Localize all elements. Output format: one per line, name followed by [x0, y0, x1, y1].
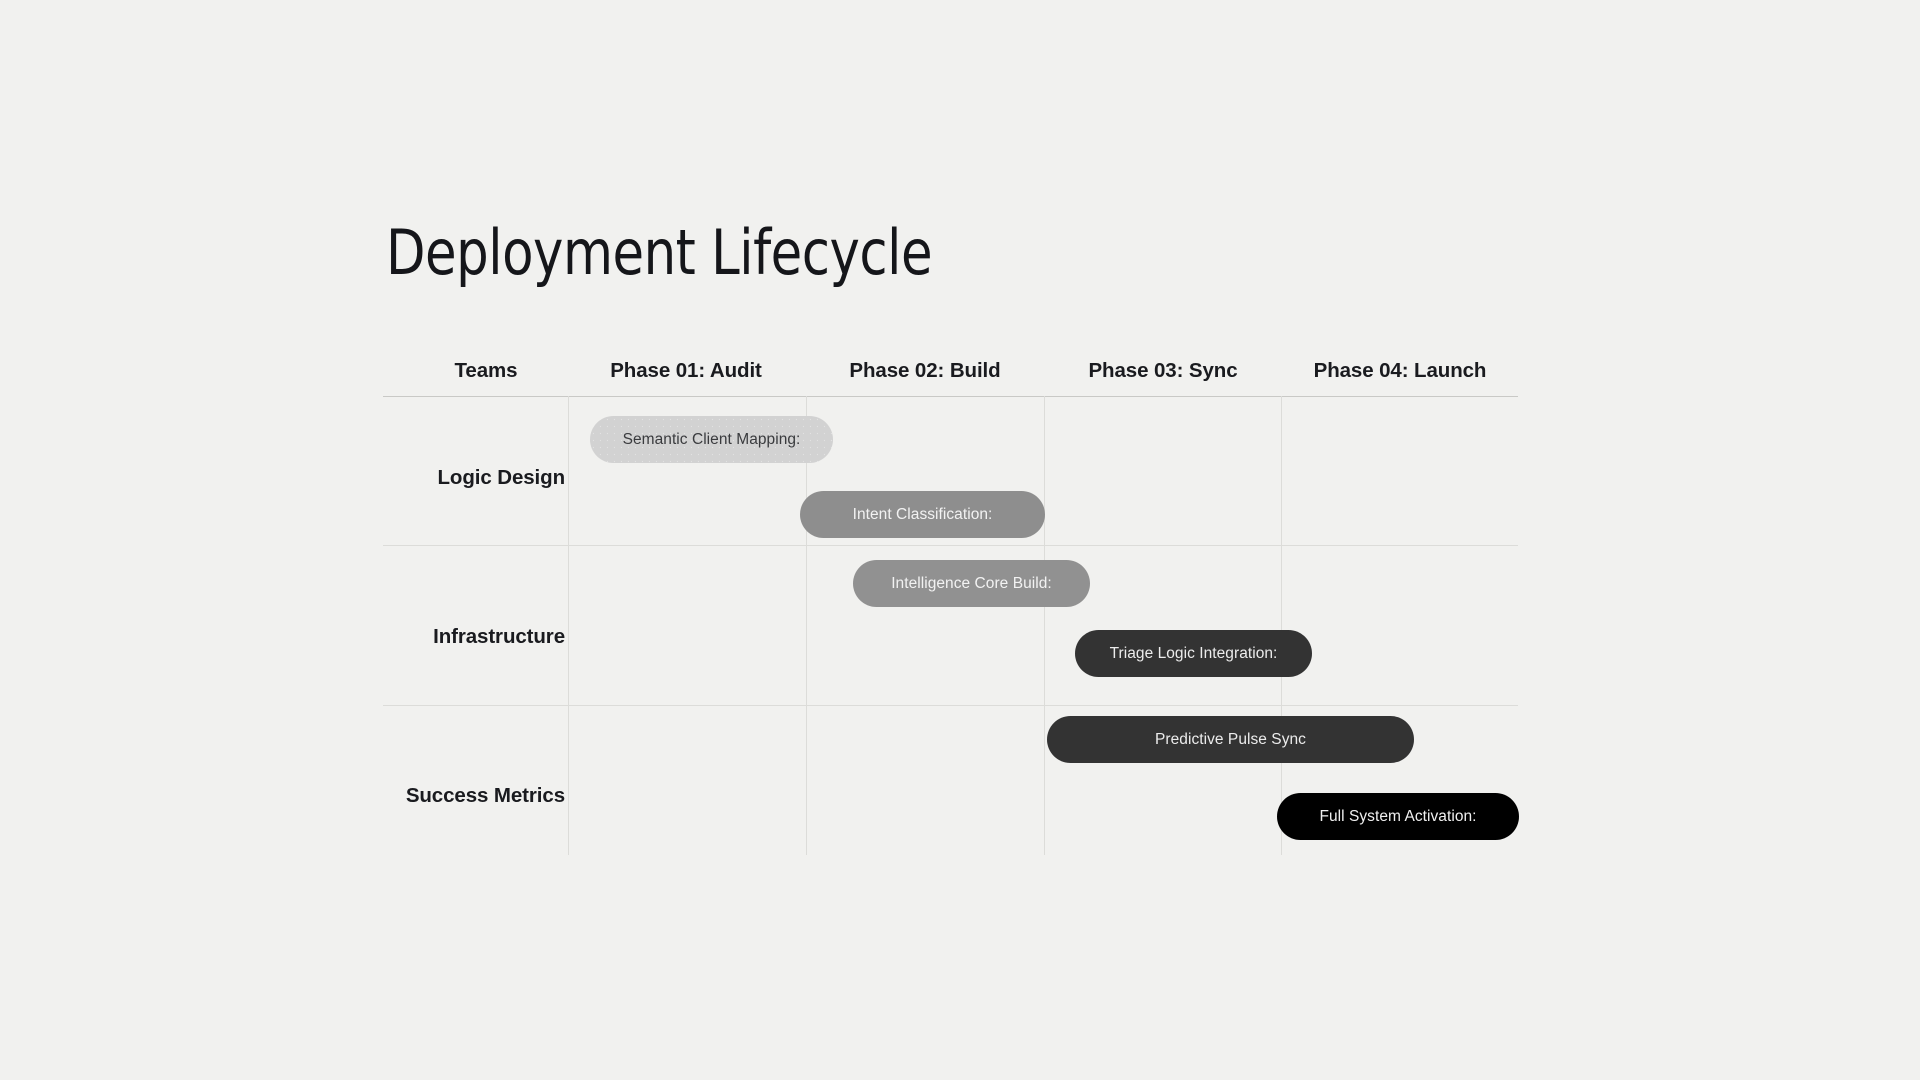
task-bar-semantic-client-mapping[interactable]: Semantic Client Mapping:: [590, 416, 833, 463]
row-label-logic-design: Logic Design: [437, 466, 565, 489]
task-bar-full-system-activation[interactable]: Full System Activation:: [1277, 793, 1519, 840]
column-header-phase-03-sync: Phase 03: Sync: [1088, 359, 1238, 382]
column-header-teams: Teams: [454, 359, 518, 382]
page-title: Deployment Lifecycle: [386, 216, 933, 289]
task-bar-triage-logic-integration[interactable]: Triage Logic Integration:: [1075, 630, 1312, 677]
task-bar-intent-classification[interactable]: Intent Classification:: [800, 491, 1045, 538]
grid-column-divider-4: [1281, 396, 1282, 855]
row-label-success-metrics: Success Metrics: [405, 784, 565, 807]
task-bar-intelligence-core-build[interactable]: Intelligence Core Build:: [853, 560, 1090, 607]
task-bar-predictive-pulse-sync[interactable]: Predictive Pulse Sync: [1047, 716, 1414, 763]
column-header-phase-04-launch: Phase 04: Launch: [1313, 359, 1487, 382]
column-header-phase-01-audit: Phase 01: Audit: [610, 359, 762, 382]
grid-column-divider-2: [806, 396, 807, 855]
column-header-phase-02-build: Phase 02: Build: [849, 359, 1001, 382]
grid-row-separator-1: [383, 545, 1518, 546]
grid-top-border: [383, 396, 1518, 397]
grid-column-divider-1: [568, 396, 569, 855]
column-header-row: Teams Phase 01: Audit Phase 02: Build Phase…: [383, 358, 1518, 396]
grid-column-divider-3: [1044, 396, 1045, 855]
row-label-infrastructure: Infrastructure: [433, 625, 565, 648]
timeline-grid: Semantic Client Mapping: Intent Classific…: [383, 396, 1519, 855]
grid-row-separator-2: [383, 705, 1518, 706]
